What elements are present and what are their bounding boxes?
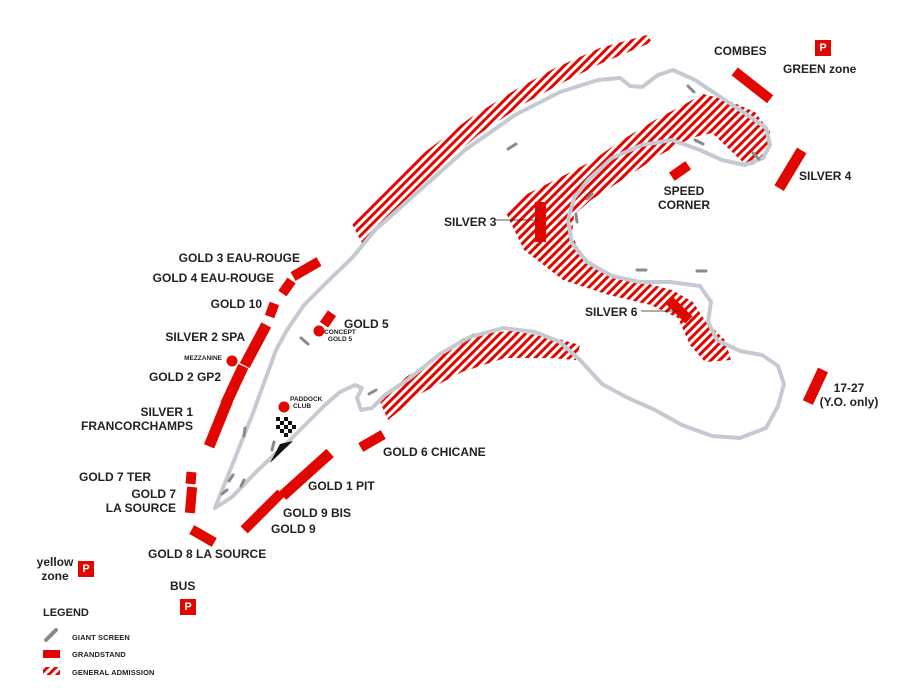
label-gold-7: GOLD 7 LA SOURCE bbox=[106, 487, 176, 515]
giant-screen-icon[interactable] bbox=[751, 151, 761, 161]
label-17-27-line2: (Y.O. only) bbox=[819, 395, 879, 409]
label-mezzanine: MEZZANINE bbox=[184, 355, 222, 362]
label-silver-2: SILVER 2 SPA bbox=[165, 330, 245, 344]
grandstand-gold-5[interactable] bbox=[319, 310, 337, 328]
label-concept: CONCEPT GOLD 5 bbox=[322, 329, 358, 343]
label-silver-1: SILVER 1 FRANCORCHAMPS bbox=[81, 405, 193, 433]
legend-grandstand-icon bbox=[43, 650, 60, 658]
grandstand-silver-1[interactable] bbox=[203, 397, 233, 449]
label-gold-10: GOLD 10 bbox=[210, 297, 262, 311]
label-silver-1-line1: SILVER 1 bbox=[140, 405, 193, 419]
giant-screen-icon[interactable] bbox=[220, 488, 229, 496]
label-silver-3: SILVER 3 bbox=[444, 215, 497, 229]
label-paddock-line2: CLUB bbox=[292, 403, 312, 410]
grandstand-gold-9-bis[interactable] bbox=[257, 489, 285, 517]
direction-arrow-icon bbox=[270, 441, 293, 463]
concept-gold5-marker[interactable] bbox=[313, 325, 325, 337]
legend-item-general-admission: GENERAL ADMISSION bbox=[62, 665, 155, 679]
label-concept-line2: GOLD 5 bbox=[327, 336, 353, 343]
grandstand-gold-2[interactable] bbox=[220, 363, 249, 407]
grandstand-gold-8[interactable] bbox=[189, 525, 217, 547]
giant-screen-icon[interactable] bbox=[574, 212, 579, 224]
legend-item-giant-screen: GIANT SCREEN bbox=[62, 630, 130, 644]
label-gold-7-ter: GOLD 7 TER bbox=[78, 470, 151, 484]
grandstand-silver-2[interactable] bbox=[239, 322, 272, 369]
grandstand-gold-10[interactable] bbox=[264, 301, 280, 319]
parking-icon[interactable]: P bbox=[815, 40, 831, 56]
label-bus: BUS bbox=[170, 579, 196, 593]
grandstand-gold-4[interactable] bbox=[278, 277, 296, 297]
grandstand-combes[interactable] bbox=[731, 67, 774, 104]
label-speed-corner: SPEED CORNER bbox=[656, 184, 712, 212]
track-circuit bbox=[213, 68, 786, 510]
label-gold-6: GOLD 6 CHICANE bbox=[383, 445, 486, 459]
paddock-club-marker[interactable] bbox=[278, 401, 290, 413]
label-gold-8: GOLD 8 LA SOURCE bbox=[148, 547, 267, 561]
giant-screen-icon[interactable] bbox=[367, 388, 378, 396]
parking-icon[interactable]: P bbox=[78, 561, 94, 577]
label-17-27: 17-27 (Y.O. only) bbox=[818, 381, 880, 409]
label-gold-9-bis: GOLD 9 BIS bbox=[283, 506, 352, 520]
giant-screen-icon[interactable] bbox=[242, 426, 247, 438]
label-paddock-line1: PADDOCK bbox=[290, 396, 323, 403]
mezzanine-marker[interactable] bbox=[226, 355, 238, 367]
ga-chicane-straight[interactable] bbox=[380, 331, 580, 420]
grandstands bbox=[184, 67, 829, 547]
label-yellow-zone: yellow zone bbox=[33, 555, 77, 583]
label-yellow-line2: zone bbox=[41, 569, 69, 583]
label-gold-1: GOLD 1 PIT bbox=[308, 479, 375, 493]
label-gold-5: GOLD 5 bbox=[344, 317, 389, 331]
label-concept-line1: CONCEPT bbox=[324, 329, 356, 336]
label-gold-2: GOLD 2 GP2 bbox=[148, 370, 221, 384]
grandstand-gold-6[interactable] bbox=[358, 430, 386, 452]
label-green-zone: GREEN zone bbox=[783, 62, 857, 76]
grandstand-silver-3[interactable] bbox=[535, 202, 546, 242]
grandstand-gold-7-ter[interactable] bbox=[185, 471, 197, 485]
giant-screen-icon[interactable] bbox=[506, 142, 518, 151]
label-silver-1-line2: FRANCORCHAMPS bbox=[81, 419, 193, 433]
grandstand-silver-4[interactable] bbox=[774, 147, 807, 191]
legend: LEGEND GIANT SCREEN GRANDSTAND GENERAL A… bbox=[30, 597, 178, 689]
legend-label: GRANDSTAND bbox=[72, 649, 126, 659]
label-paddock-club: PADDOCK CLUB bbox=[290, 396, 323, 410]
giant-screens bbox=[220, 84, 761, 496]
grandstand-gold-1[interactable] bbox=[278, 448, 334, 500]
grandstand-silver-6[interactable] bbox=[665, 296, 693, 324]
giant-screen-icon[interactable] bbox=[239, 478, 246, 488]
label-gold-9: GOLD 9 bbox=[271, 522, 316, 536]
grandstand-speed-corner[interactable] bbox=[668, 161, 692, 181]
giant-screen-icon[interactable] bbox=[299, 336, 310, 346]
label-silver-6: SILVER 6 bbox=[585, 305, 638, 319]
grandstand-gold-9[interactable] bbox=[240, 506, 268, 534]
label-gold-7-line1: GOLD 7 bbox=[131, 487, 176, 501]
checkered-flag-icon bbox=[276, 417, 296, 437]
giant-screen-icon[interactable] bbox=[270, 440, 276, 452]
legend-item-grandstand: GRANDSTAND bbox=[62, 647, 126, 661]
legend-label: GIANT SCREEN bbox=[72, 632, 130, 642]
legend-ga-icon bbox=[43, 667, 60, 675]
label-speed-corner-line1: SPEED bbox=[663, 184, 705, 198]
label-gold-7-line2: LA SOURCE bbox=[105, 501, 176, 515]
label-speed-corner-line2: CORNER bbox=[657, 198, 710, 212]
giant-screen-icon[interactable] bbox=[686, 84, 696, 94]
parking-icon[interactable]: P bbox=[180, 599, 196, 615]
giant-screen-icon[interactable] bbox=[227, 473, 235, 483]
legend-title: LEGEND bbox=[43, 607, 89, 619]
label-combes: COMBES bbox=[714, 44, 767, 58]
label-silver-4: SILVER 4 bbox=[799, 169, 852, 183]
label-yellow-line1: yellow bbox=[36, 555, 74, 569]
giant-screen-icon[interactable] bbox=[585, 192, 594, 201]
grandstand-17-27[interactable] bbox=[802, 367, 829, 405]
grandstand-gold-3[interactable] bbox=[290, 257, 322, 281]
legend-giant-screen-icon bbox=[44, 628, 58, 642]
label-17-27-line1: 17-27 bbox=[833, 381, 865, 395]
giant-screen-icon[interactable] bbox=[693, 138, 705, 146]
label-gold-3: GOLD 3 EAU-ROUGE bbox=[178, 251, 300, 265]
label-gold-4: GOLD 4 EAU-ROUGE bbox=[152, 271, 274, 285]
grandstand-gold-7[interactable] bbox=[184, 486, 198, 514]
legend-label: GENERAL ADMISSION bbox=[72, 667, 155, 677]
